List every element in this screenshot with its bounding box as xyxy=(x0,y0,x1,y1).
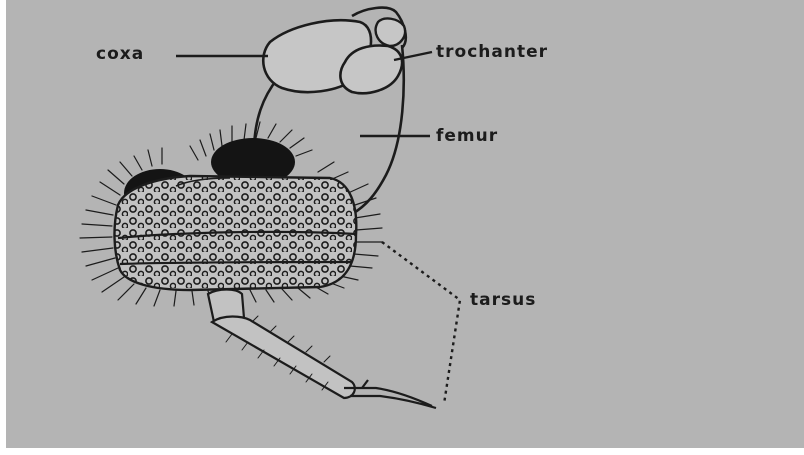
tarsal-pad-body xyxy=(100,170,370,300)
tarsomere-long xyxy=(212,317,355,399)
tarsus-bracket xyxy=(382,242,460,404)
label-tarsus: tarsus xyxy=(470,290,536,310)
label-trochanter: trochanter xyxy=(436,42,548,62)
trochanter-upper-lobe xyxy=(376,19,405,46)
label-coxa: coxa xyxy=(96,44,144,64)
claw xyxy=(344,380,436,408)
label-femur: femur xyxy=(436,126,498,146)
